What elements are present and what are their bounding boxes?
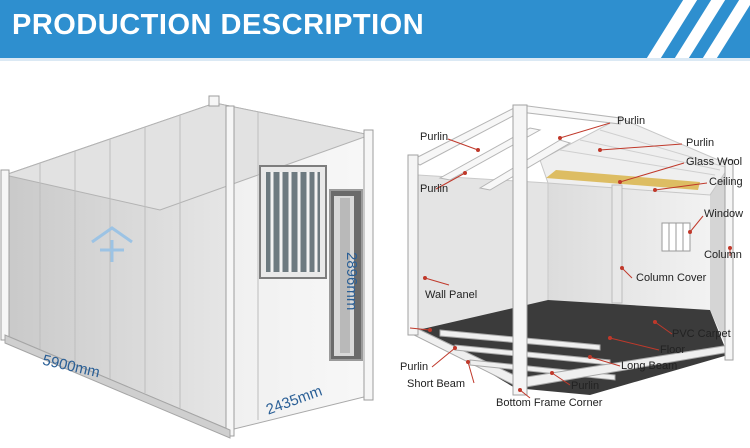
container-exterior — [0, 95, 374, 439]
interior-window — [661, 222, 691, 252]
label-pvc-carpet: PVC Carpet — [672, 328, 731, 340]
label-window: Window — [704, 208, 744, 220]
label-bottom-frame-corner: Bottom Frame Corner — [496, 397, 603, 409]
label-purlin-top-left: Purlin — [420, 131, 449, 143]
label-purlin-top-right: Purlin — [686, 137, 715, 149]
leader-lines — [409, 122, 732, 399]
container-structure — [407, 104, 734, 396]
banner-title: PRODUCTION DESCRIPTION — [12, 9, 425, 41]
label-column-cover: Column Cover — [636, 272, 707, 284]
label-wall-panel: Wall Panel — [425, 289, 478, 301]
label-purlin-top: Purlin — [617, 115, 646, 127]
exterior-door — [329, 189, 363, 361]
label-column: Column — [704, 249, 742, 261]
height-dimension: 2896mm — [343, 252, 360, 311]
label-purlin-bottom: Purlin — [571, 380, 600, 392]
product-scene — [0, 95, 734, 439]
banner-shadow — [0, 58, 750, 61]
exterior-window — [259, 165, 327, 279]
label-glass-wool: Glass Wool — [686, 156, 743, 168]
label-ceiling: Ceiling — [709, 176, 743, 188]
label-purlin-mid-left: Purlin — [420, 183, 449, 195]
header-banner: PRODUCTION DESCRIPTION — [0, 0, 750, 58]
label-purlin-bottom-left: Purlin — [400, 361, 429, 373]
label-floor: Floor — [660, 344, 686, 356]
brand-logo — [91, 226, 133, 262]
label-short-beam: Short Beam — [407, 378, 466, 390]
label-long-beam: Long Beam — [621, 360, 678, 372]
